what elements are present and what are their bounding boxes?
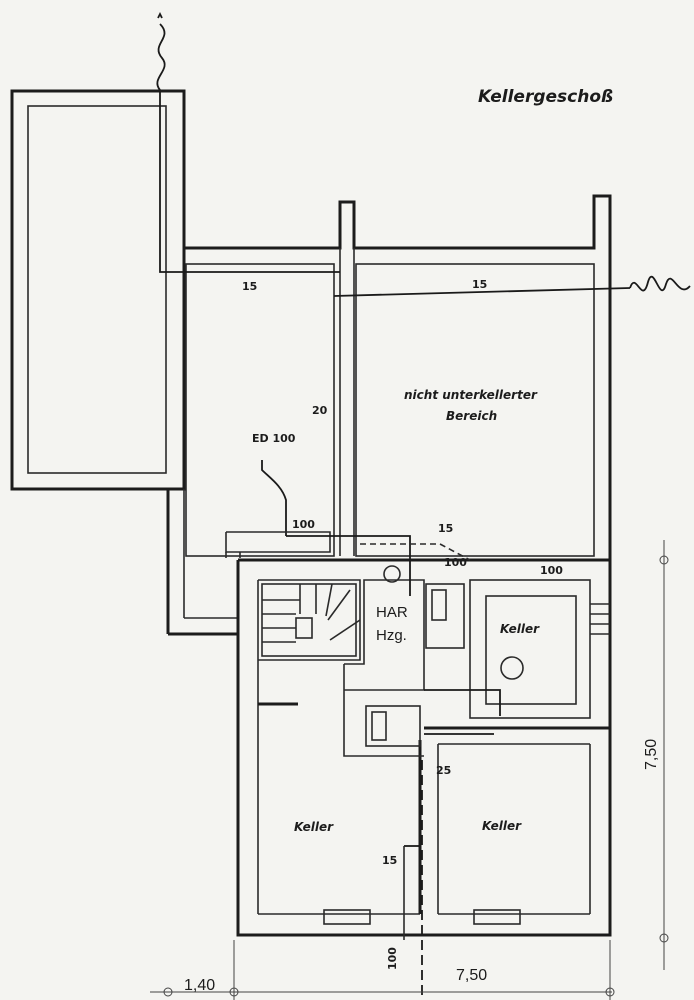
pipe-label-15-mid: 15 (438, 522, 453, 535)
unexcavated-label-line1: nicht unterkellerter (404, 388, 538, 402)
pipe-label-15-bottom: 15 (382, 854, 397, 867)
left-unexcavated-block (10, 89, 186, 491)
keller-top-right-room (469, 579, 610, 719)
supply-lines (156, 11, 691, 1000)
har-label: HAR (376, 604, 408, 621)
pipe-label-15-left: 15 (242, 280, 257, 293)
unexcavated-label-line2: Bereich (446, 409, 497, 423)
pipe-label-100-a: 100 (292, 518, 315, 531)
pipe-label-ed100: ED 100 (252, 432, 296, 445)
pipe-label-15-right: 15 (472, 278, 487, 291)
keller-bottom-left-label: Keller (294, 820, 334, 834)
heating-room (343, 565, 465, 757)
dimension-lines (150, 540, 669, 1000)
pipe-label-25: 25 (436, 764, 451, 777)
middle-unexcavated-room (166, 194, 612, 636)
dim-bottom-right: 7,50 (456, 967, 487, 984)
windows (258, 702, 521, 925)
pipe-label-20: 20 (312, 404, 328, 417)
plan-title: Kellergeschoß (478, 87, 613, 107)
dim-bottom-left: 1,40 (184, 977, 215, 994)
staircase (261, 583, 361, 657)
dim-right-vertical: 7,50 (643, 739, 660, 770)
keller-top-right-label: Keller (500, 622, 540, 636)
pipe-label-100-b: 100 (444, 556, 467, 569)
pipe-label-100-c: 100 (540, 564, 563, 577)
pipe-label-100-vertical: 100 (386, 947, 399, 970)
heating-label: Hzg. (376, 627, 407, 644)
keller-bottom-right-label: Keller (482, 819, 522, 833)
